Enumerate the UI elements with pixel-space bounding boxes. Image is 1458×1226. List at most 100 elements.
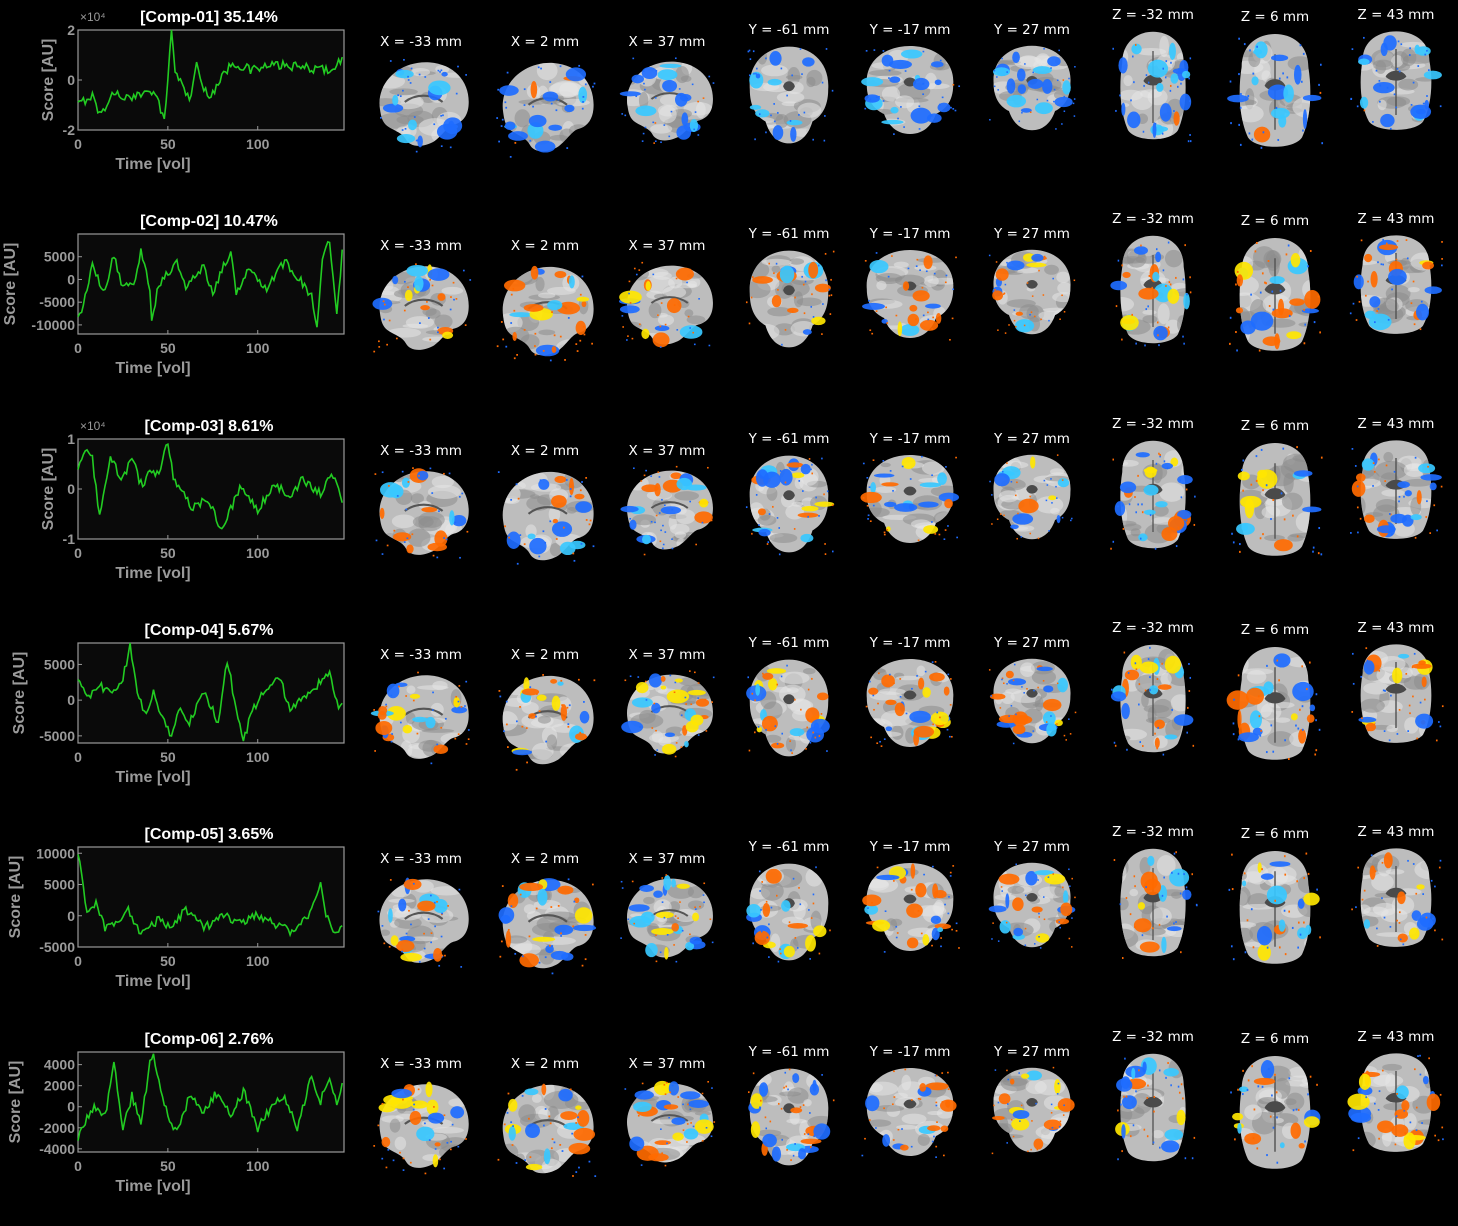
slice-coordinate-label: X = 37 mm <box>628 1055 706 1072</box>
brain-slice-sagittal <box>367 1074 475 1182</box>
slice-coordinate-label: X = 37 mm <box>628 34 706 50</box>
brain-slice-sagittal <box>490 869 600 983</box>
brain-slice-axial <box>1344 436 1448 550</box>
slice-coordinate-label: Y = 27 mm <box>994 226 1070 243</box>
brain-slice-axial <box>1223 1051 1327 1181</box>
y-tick-label: 2 <box>67 22 75 38</box>
slice-coordinate-label: Y = -61 mm <box>748 226 830 243</box>
y-tick-label: -2000 <box>39 1119 75 1135</box>
brain-slice-axial <box>1344 231 1448 345</box>
y-tick-label: 0 <box>67 72 75 88</box>
slice-coordinate-label: Z = 6 mm <box>1240 9 1310 25</box>
slice-coordinate-label: X = -33 mm <box>380 238 462 255</box>
brain-slice-sagittal <box>367 665 475 773</box>
x-tick-label: 0 <box>74 953 82 969</box>
brain-slice-coronal <box>984 449 1080 549</box>
brain-slice-axial <box>1105 27 1201 151</box>
y-tick-label: 5000 <box>44 656 75 672</box>
slice-coordinate-label: X = 2 mm <box>510 851 580 868</box>
y-tick-label: 5000 <box>44 877 75 893</box>
x-tick-label: 0 <box>74 340 82 356</box>
y-tick-label: -4000 <box>39 1140 75 1156</box>
x-tick-label: 100 <box>246 340 270 356</box>
slice-coordinate-label: X = 37 mm <box>628 646 706 663</box>
slice-coordinate-label: Z = -32 mm <box>1112 1028 1194 1045</box>
brain-slice-axial <box>1223 233 1327 363</box>
y-axis-label: Score [AU] <box>40 447 57 530</box>
y-tick-label: 2000 <box>44 1077 75 1093</box>
slice-coordinate-label: Y = 27 mm <box>994 1043 1070 1060</box>
slice-coordinate-label: Y = -17 mm <box>869 839 951 856</box>
slice-coordinate-label: Y = -61 mm <box>748 430 830 447</box>
brain-slice-sagittal <box>367 256 475 364</box>
chart-title: [Comp-06] 2.76% <box>145 1031 274 1048</box>
axis-multiplier: ×10⁴ <box>80 10 106 24</box>
x-tick-label: 100 <box>246 1158 270 1174</box>
x-tick-label: 100 <box>246 136 270 152</box>
slice-coordinate-label: Z = -32 mm <box>1112 619 1194 636</box>
slice-coordinate-label: Y = -61 mm <box>748 634 830 651</box>
slice-coordinate-label: Y = 27 mm <box>994 22 1070 38</box>
x-axis-label: Time [vol] <box>115 156 190 173</box>
y-tick-label: -5000 <box>39 294 75 310</box>
slice-coordinate-label: X = -33 mm <box>380 442 462 459</box>
brain-slice-sagittal <box>615 665 719 767</box>
y-tick-label: 4000 <box>44 1056 75 1072</box>
y-tick-label: 0 <box>67 1098 75 1114</box>
series-line <box>77 1052 343 1141</box>
slice-coordinate-label: Z = 6 mm <box>1240 826 1310 843</box>
slice-coordinate-label: Y = -17 mm <box>869 430 951 447</box>
brain-slice-coronal <box>856 857 964 961</box>
y-tick-label: 10000 <box>36 845 75 861</box>
brain-slice-coronal <box>984 244 1080 344</box>
x-tick-label: 0 <box>74 545 82 561</box>
brain-slice-coronal <box>856 653 964 757</box>
chart-title: [Comp-05] 3.65% <box>145 826 274 843</box>
slice-coordinate-label: Y = -17 mm <box>869 226 951 243</box>
slice-coordinate-label: Y = -61 mm <box>748 22 830 38</box>
brain-slice-coronal <box>984 857 1080 957</box>
slice-coordinate-label: X = 37 mm <box>628 442 706 459</box>
x-tick-label: 50 <box>160 1158 176 1174</box>
slice-coordinate-label: Z = 43 mm <box>1357 619 1435 636</box>
y-tick-label: 0 <box>67 481 75 497</box>
brain-slice-axial <box>1344 640 1448 754</box>
chart-title: [Comp-04] 5.67% <box>145 622 274 639</box>
brain-slice-sagittal <box>615 52 719 154</box>
brain-slice-sagittal <box>490 256 600 370</box>
slice-coordinate-label: X = -33 mm <box>380 646 462 663</box>
slice-coordinate-label: Y = -17 mm <box>869 634 951 651</box>
brain-slice-sagittal <box>490 52 600 166</box>
brain-slice-axial <box>1223 846 1327 976</box>
brain-slice-axial <box>1223 29 1327 159</box>
slice-coordinate-label: X = -33 mm <box>380 1055 462 1072</box>
y-tick-label: 0 <box>67 692 75 708</box>
brain-slice-sagittal <box>367 52 475 160</box>
brain-slice-axial <box>1105 844 1201 968</box>
slice-coordinate-label: Z = -32 mm <box>1112 824 1194 841</box>
slice-coordinate-label: Y = -17 mm <box>869 1043 951 1060</box>
brain-slice-axial <box>1105 231 1201 355</box>
brain-slice-sagittal <box>615 461 719 563</box>
brain-slice-sagittal <box>615 869 719 971</box>
x-tick-label: 50 <box>160 340 176 356</box>
y-tick-label: 0 <box>67 908 75 924</box>
x-axis-label: Time [vol] <box>115 769 190 786</box>
brain-slice-axial <box>1344 844 1448 958</box>
slice-coordinate-label: Z = 43 mm <box>1357 1028 1435 1045</box>
brain-slice-axial <box>1223 642 1327 772</box>
brain-slice-axial <box>1105 1049 1201 1173</box>
slice-coordinate-label: Z = -32 mm <box>1112 211 1194 228</box>
slice-coordinate-label: Z = 6 mm <box>1240 213 1310 230</box>
brain-slice-sagittal <box>490 1074 600 1188</box>
slice-coordinate-label: Z = -32 mm <box>1112 7 1194 23</box>
x-tick-label: 0 <box>74 136 82 152</box>
x-axis-label: Time [vol] <box>115 1178 190 1195</box>
